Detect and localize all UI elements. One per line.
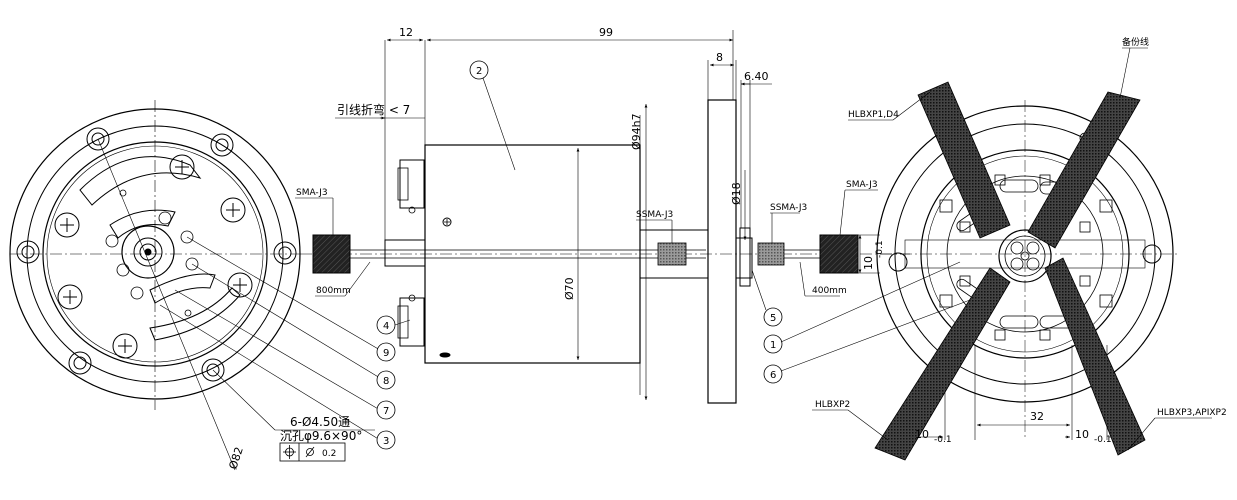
- dim-d82: Ø82: [226, 445, 245, 471]
- holes-line1: 6-Ø4.50通: [290, 415, 350, 429]
- dim-10-top-tol: -0.1: [875, 240, 885, 258]
- spare-wire-label: 备份线: [1122, 36, 1149, 48]
- dim-8: 8: [716, 51, 723, 64]
- len-800-label: 800mm: [316, 286, 351, 296]
- side-view: [300, 40, 910, 404]
- holes-line2: 沉孔φ9.6×90°: [280, 429, 362, 443]
- hlbxp2-label: HLBXP2: [815, 400, 850, 410]
- balloon-5: 5: [770, 313, 776, 324]
- sma-j3-left-label: SMA-J3: [296, 188, 328, 198]
- balloon-2: 2: [476, 66, 482, 77]
- balloon-3: 3: [383, 436, 389, 447]
- balloon-circles: [376, 60, 783, 450]
- dim-10-top: 10: [862, 256, 875, 270]
- dim-d18: Ø18: [730, 182, 743, 205]
- dim-10-right: 10: [1075, 428, 1089, 441]
- sma-connector-right: [819, 234, 859, 274]
- diameter-symbol-icon: [305, 446, 315, 458]
- len-400-label: 400mm: [812, 286, 847, 296]
- hole-callout: 6-Ø4.50通 沉孔φ9.6×90° 0.2: [275, 415, 375, 462]
- hlbxp3-label: HLBXP3,APIXP2: [1157, 408, 1227, 418]
- sma-connector-left: [312, 234, 351, 274]
- right-leaders: [812, 47, 1212, 451]
- dim-d70: Ø70: [563, 277, 576, 300]
- sma-j3-right-label: SMA-J3: [846, 180, 878, 190]
- balloon-4: 4: [383, 321, 389, 332]
- right-end-view: [876, 100, 1180, 440]
- balloon-6: 6: [770, 370, 776, 381]
- top-dimensions: [335, 30, 880, 400]
- hlbxp1-d4-label: HLBXP1,D4: [848, 110, 899, 120]
- ssma-connector-mid: [657, 242, 687, 266]
- balloon-9: 9: [383, 348, 389, 359]
- dim-d94h7: Ø94h7: [630, 113, 643, 150]
- ssma-j3-mid-label: SSMA-J3: [636, 210, 673, 220]
- ssma-j3-right-label: SSMA-J3: [770, 203, 807, 213]
- position-tolerance-icon: [283, 445, 296, 459]
- balloon-leaders: [394, 77, 971, 372]
- dim-10-left: 10: [915, 428, 929, 441]
- balloon-1: 1: [770, 340, 776, 351]
- dim-10-right-tol: -0.1: [1094, 435, 1112, 445]
- dim-12: 12: [399, 26, 413, 39]
- dim-99: 99: [599, 26, 613, 39]
- tolerance-value: 0.2: [322, 449, 336, 459]
- balloon-8: 8: [383, 376, 389, 387]
- dim-32: 32: [1030, 410, 1044, 423]
- balloon-7: 7: [383, 406, 389, 417]
- connector-leaders: [295, 189, 878, 297]
- spare-cables: [874, 81, 1146, 461]
- dim-6-40: 6.40: [744, 70, 769, 83]
- ssma-connector-right: [757, 242, 785, 266]
- dim-10-left-tol: -0.1: [934, 435, 952, 445]
- lead-bend-label: 引线折弯 < 7: [337, 102, 410, 117]
